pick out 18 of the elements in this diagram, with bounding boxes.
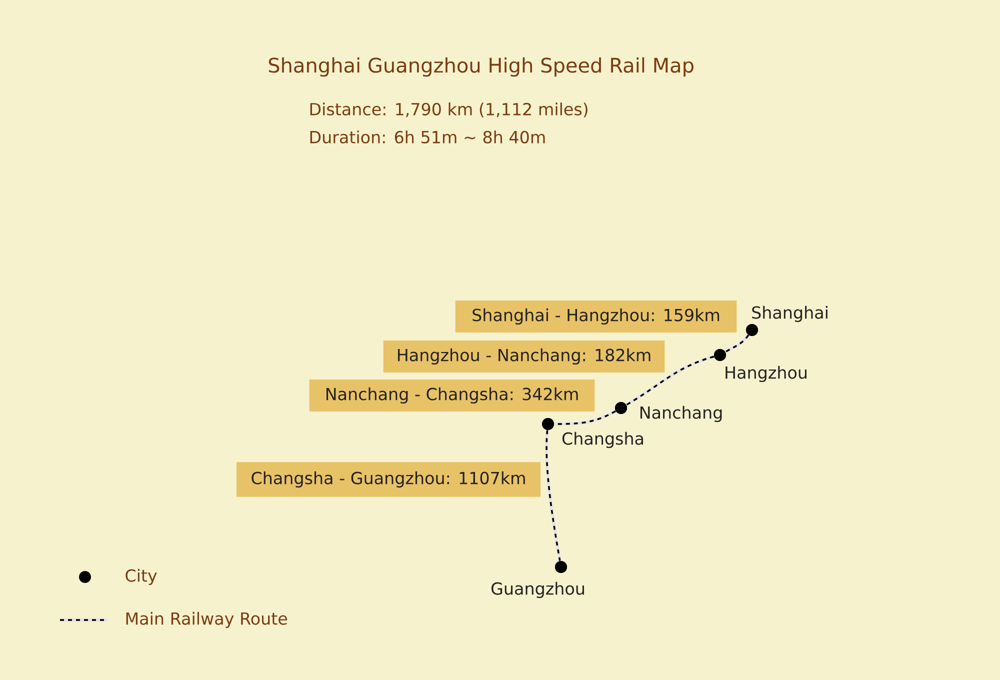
city-label: Shanghai [752,306,828,322]
railway-line [626,355,714,406]
distance-box: Nanchang - Changsha: 342km [309,380,595,412]
railway-line [724,334,750,354]
railway-line [554,410,616,426]
info-text: Distance: 1,790 km (1,112 miles) [310,102,588,118]
city-label: Guangzhou [492,582,584,598]
city-label: Hangzhou [726,366,806,382]
railway-line [544,430,562,562]
city-label: Changsha [562,432,643,448]
legend-text: Main Railway Route [126,612,288,628]
distance-box: Changsha - Guangzhou: 1107km [236,462,540,497]
distance-box: Hangzhou - Nanchang: 182km [383,340,665,372]
city-label: Nanchang [640,406,722,422]
info-text: Duration: 6h 51m ~ 8h 40m [310,130,545,144]
legend-text: City [126,568,157,586]
distance-box: Shanghai - Hangzhou: 159km [455,300,737,332]
title: Shanghai Guangzhou High Speed Rail Map [268,57,694,77]
